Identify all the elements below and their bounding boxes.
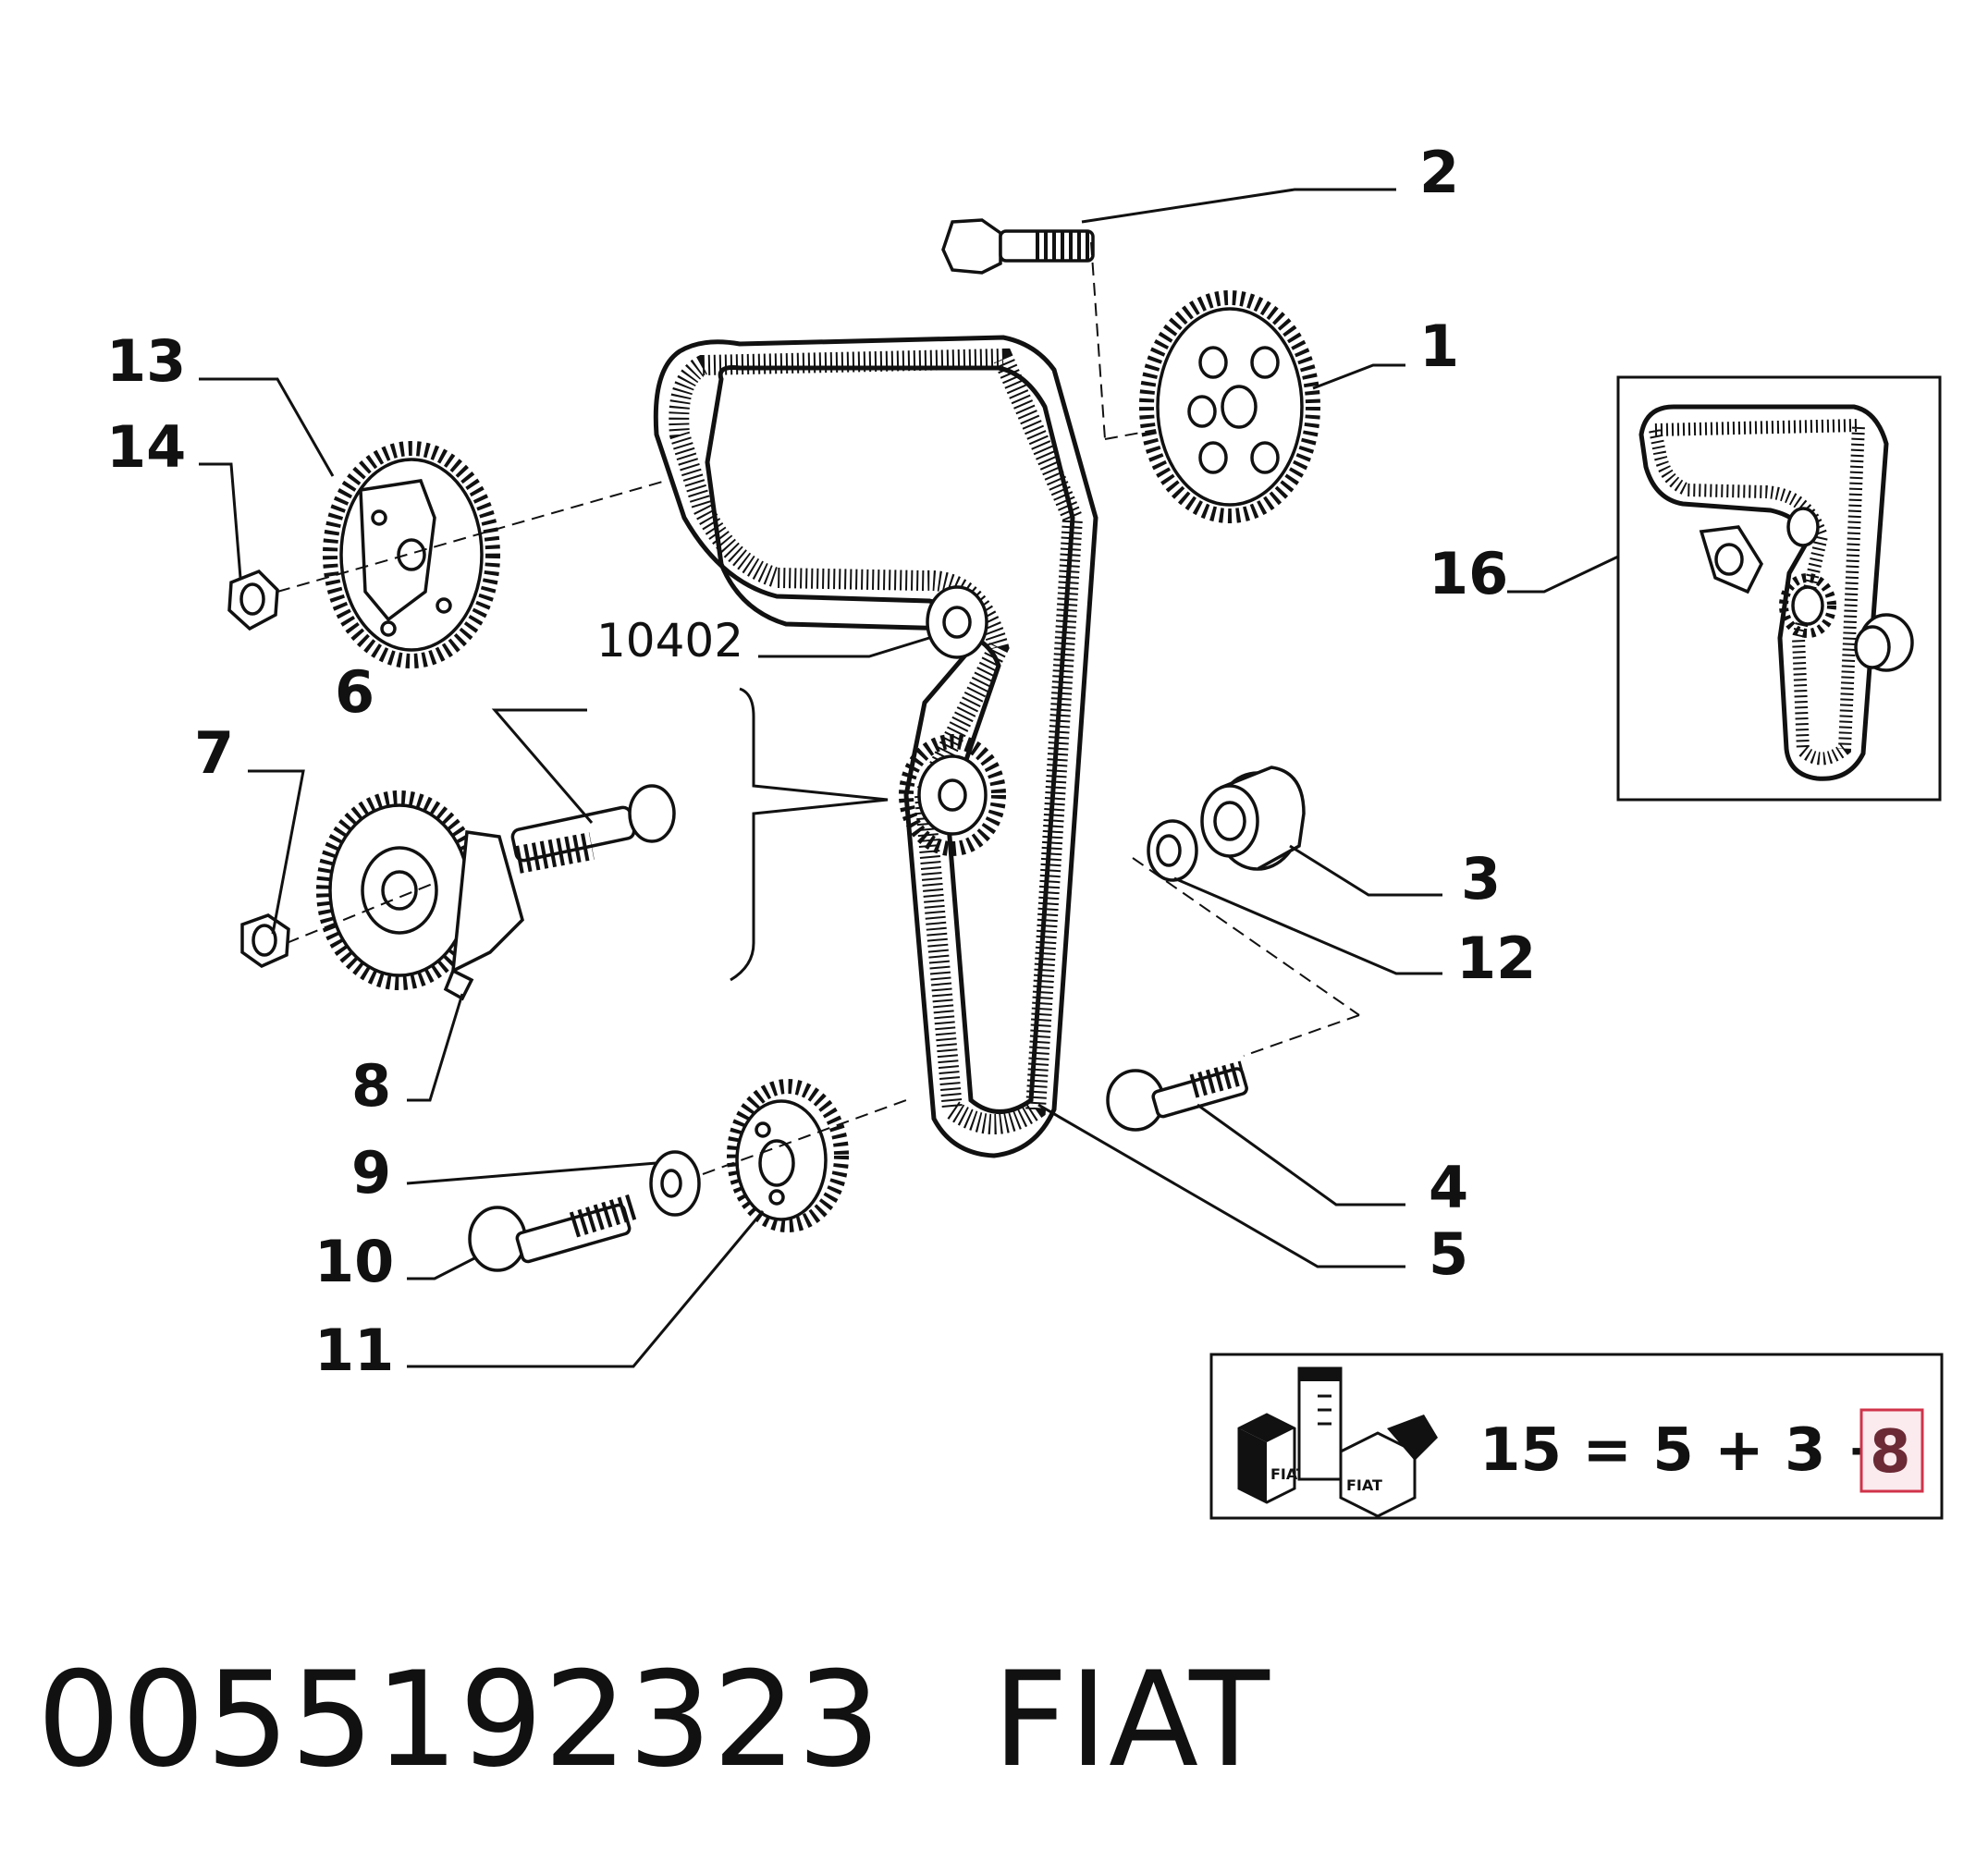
camshaft-sprocket-left <box>323 441 500 668</box>
callout-10: 10 <box>314 1228 394 1295</box>
logo-text-1: FIAT <box>1270 1465 1307 1483</box>
kit-formula-text: 15 = 5 + 3 + <box>1479 1416 1896 1485</box>
callout-11: 11 <box>314 1317 394 1384</box>
logo-text-2: FIAT <box>1346 1476 1382 1494</box>
callout-7: 7 <box>194 719 234 787</box>
part-number: 0055192323 <box>37 1643 882 1796</box>
kit-bracket <box>730 687 889 982</box>
leader-lines <box>199 188 1619 1368</box>
bolt-4 <box>1106 1060 1248 1132</box>
callout-13: 13 <box>106 327 186 395</box>
idler-pulley-10402 <box>926 585 988 659</box>
kit-formula-box: FIAT FIAT 15 = 5 + 3 + 8 <box>1209 1353 1944 1520</box>
washer-12 <box>1147 819 1198 882</box>
belt-tensioner-pulley <box>899 734 1006 856</box>
bolt-2 <box>941 218 1095 275</box>
tensioner-8 <box>316 790 524 1001</box>
callout-14: 14 <box>106 413 186 481</box>
callout-12: 12 <box>1456 925 1536 992</box>
callout-1: 1 <box>1419 312 1459 380</box>
brand-name: FIAT <box>992 1643 1270 1796</box>
highlight-box <box>1859 1408 1924 1493</box>
callout-8: 8 <box>351 1052 391 1120</box>
washer-9 <box>649 1150 701 1217</box>
callout-2: 2 <box>1419 139 1459 206</box>
callout-10402: 10402 <box>596 614 743 668</box>
axis-lines <box>276 241 1360 1175</box>
kit-formula-highlight: 8 <box>1870 1418 1911 1487</box>
camshaft-sprocket-right <box>1139 290 1320 523</box>
timing-belt <box>653 335 1098 1158</box>
callout-16: 16 <box>1429 540 1508 607</box>
callout-3: 3 <box>1461 845 1501 913</box>
callout-5: 5 <box>1429 1220 1468 1288</box>
callout-4: 4 <box>1429 1154 1468 1221</box>
timing-belt-exploded-diagram: 2 1 13 14 10402 6 7 8 9 10 11 3 12 4 5 1… <box>106 139 1944 1520</box>
bolt-10 <box>468 1194 638 1272</box>
roller-3 <box>1200 766 1306 871</box>
nut-7 <box>240 913 290 969</box>
crankshaft-sprocket-11 <box>727 1079 849 1232</box>
footer: 0055192323 FIAT <box>37 1643 1270 1796</box>
callout-6: 6 <box>335 658 374 726</box>
fiat-parts-kit-icon: FIAT FIAT <box>1237 1366 1438 1518</box>
inset-16-box <box>1616 375 1942 802</box>
nut-14 <box>227 569 279 631</box>
bolt-6 <box>510 784 676 874</box>
callout-9: 9 <box>351 1139 391 1207</box>
